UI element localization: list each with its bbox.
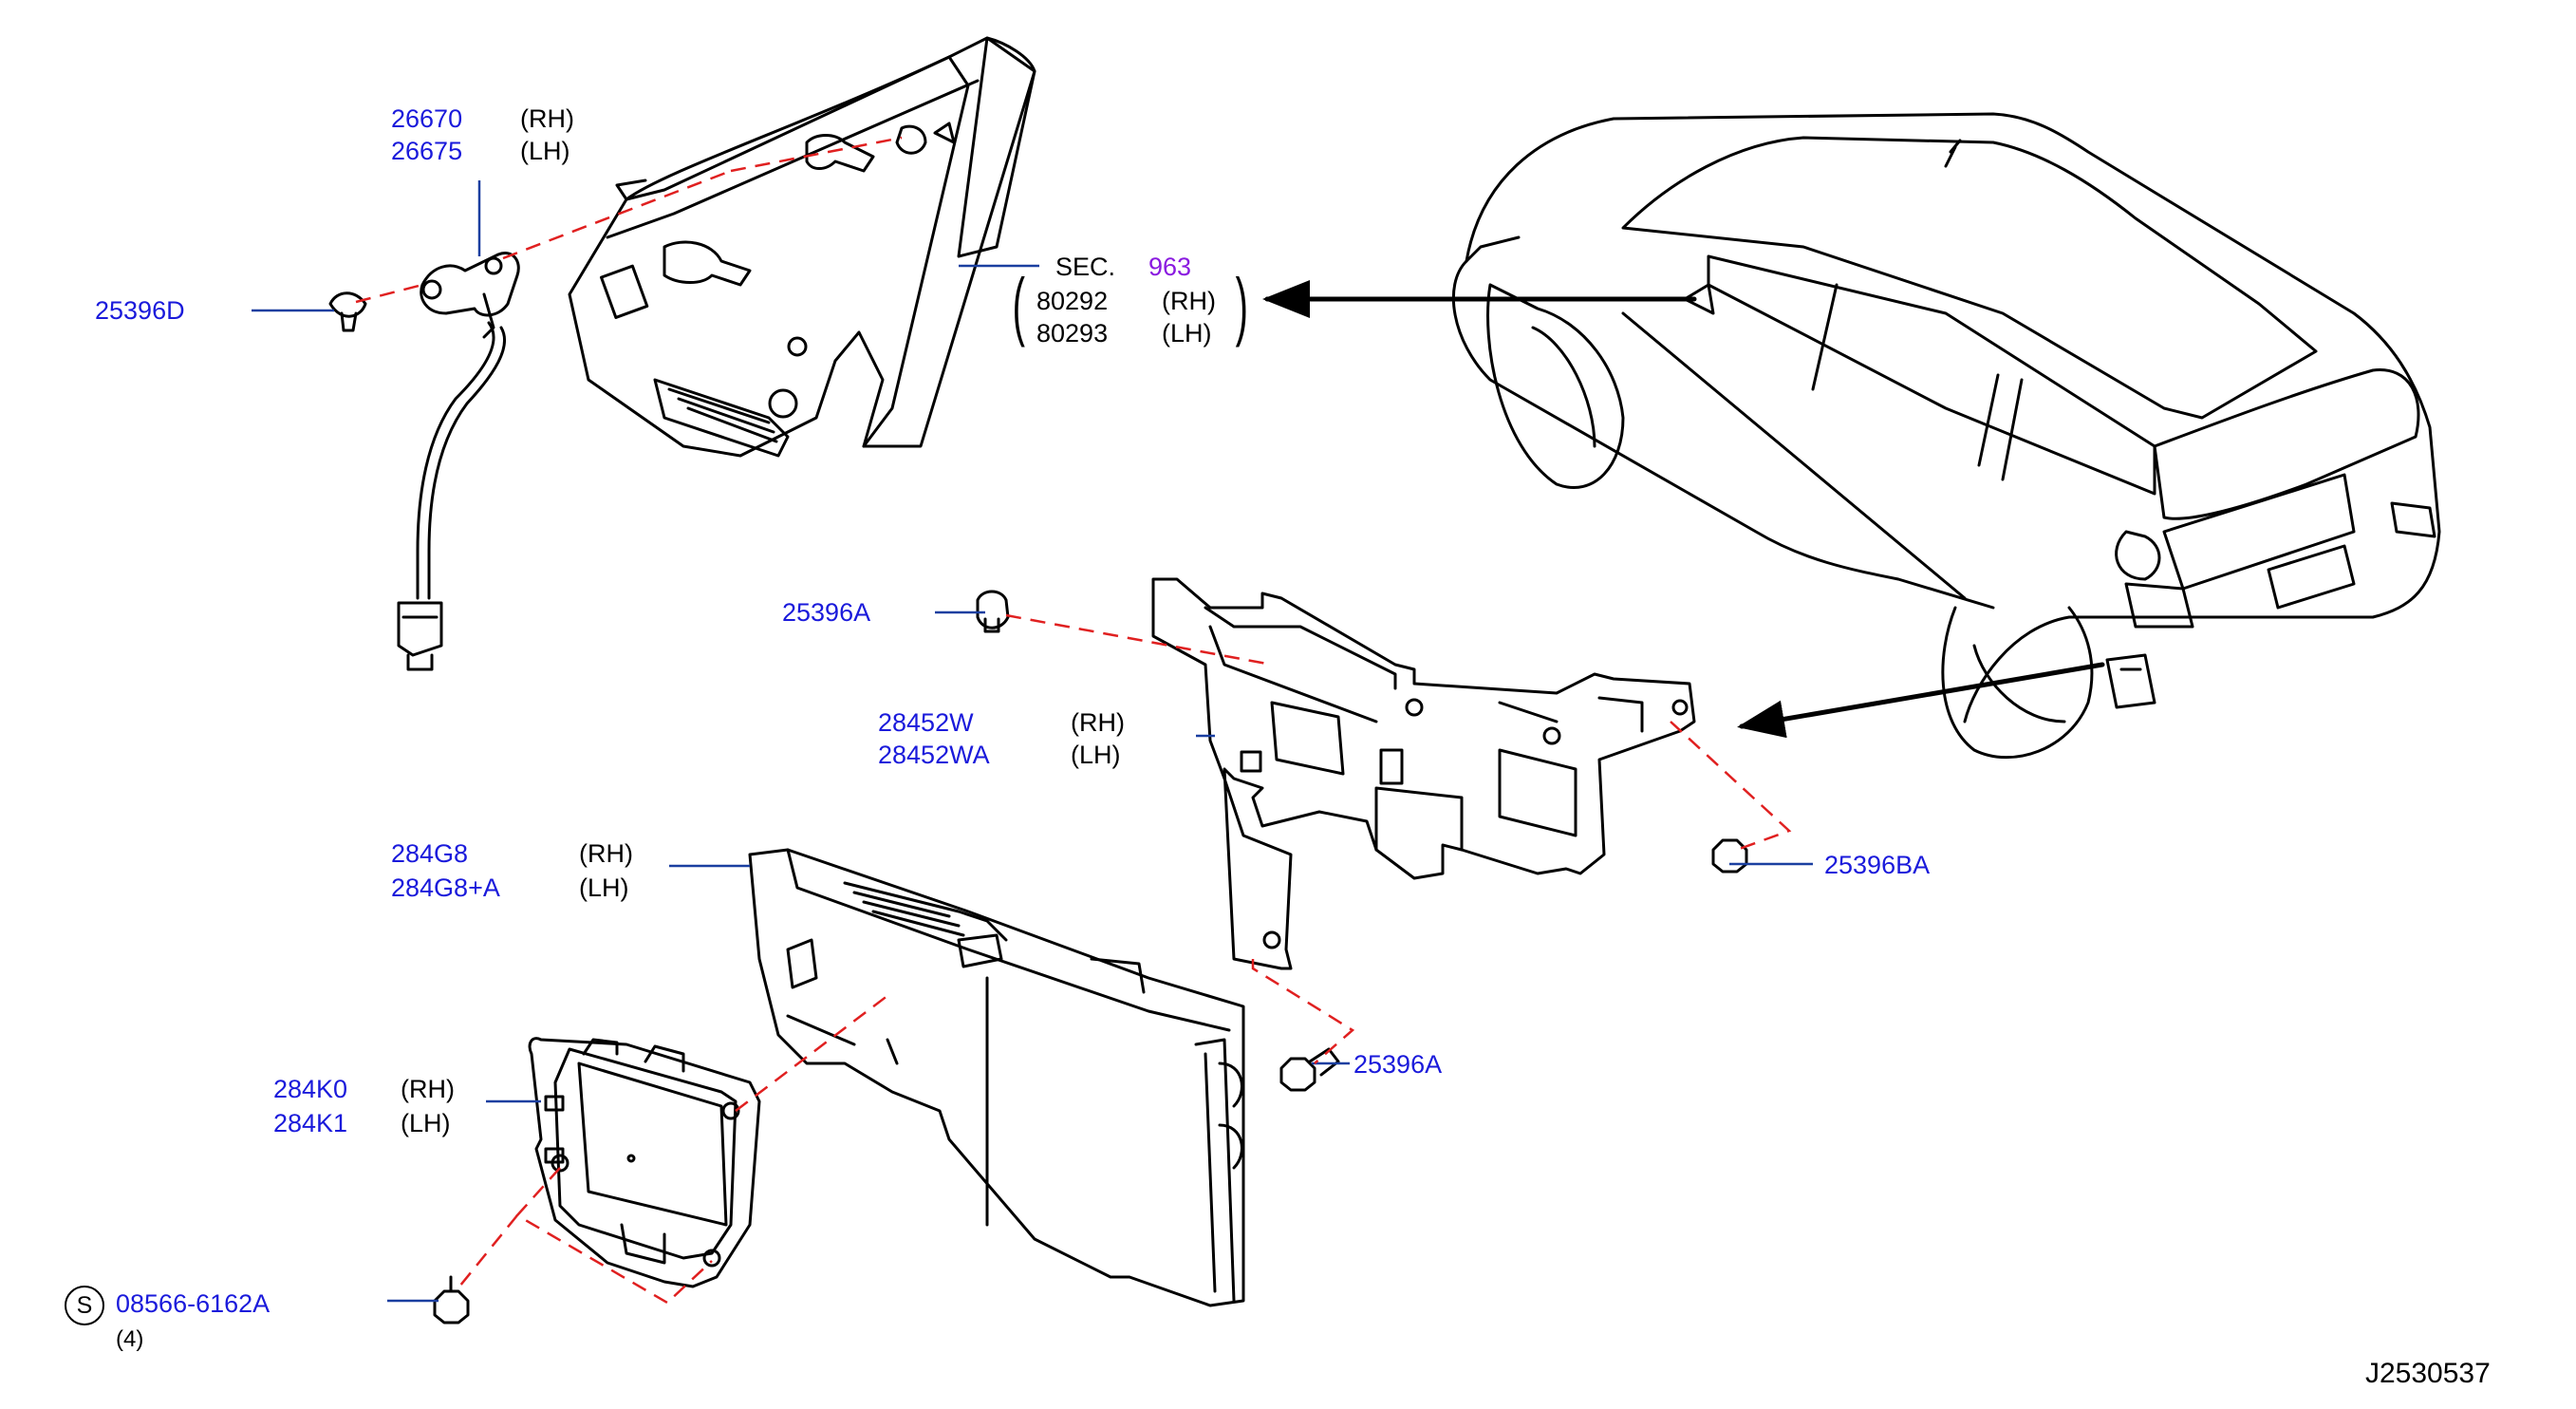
label-28452WA: 28452WA bbox=[878, 741, 990, 769]
label-08566-qty: (4) bbox=[116, 1326, 144, 1352]
bolt-25396A-top-shape bbox=[976, 590, 1010, 633]
label-sec-number: 963 bbox=[1148, 253, 1192, 281]
clip-25396D-shape bbox=[328, 291, 367, 332]
control-unit-284K0 bbox=[528, 1037, 761, 1288]
leader-lines bbox=[252, 180, 1813, 1303]
label-80292: 80292 bbox=[1036, 287, 1109, 315]
label-25396BA: 25396BA bbox=[1824, 851, 1931, 879]
dashed-connector-lines bbox=[355, 136, 1792, 1305]
panel-284G8 bbox=[748, 848, 1245, 1307]
bolt-25396A-mid-shape bbox=[1279, 1047, 1340, 1092]
label-80293-side: (LH) bbox=[1162, 319, 1212, 348]
nut-25396BA-shape bbox=[1711, 838, 1748, 874]
sensor-26670 bbox=[397, 252, 520, 671]
label-284K1: 284K1 bbox=[273, 1109, 348, 1137]
label-26670-side: (RH) bbox=[520, 104, 574, 133]
label-25396D: 25396D bbox=[95, 296, 185, 325]
label-284K0: 284K0 bbox=[273, 1075, 348, 1103]
label-284G8-side: (RH) bbox=[579, 839, 633, 868]
label-284K1-side: (LH) bbox=[401, 1109, 451, 1137]
bracket-28452W bbox=[1151, 577, 1696, 970]
s-symbol-circle: S bbox=[65, 1286, 104, 1325]
label-25396A-top: 25396A bbox=[782, 598, 871, 627]
label-sec-prefix: SEC. bbox=[1055, 253, 1116, 281]
label-28452W: 28452W bbox=[878, 708, 974, 737]
label-08566-6162A: 08566-6162A bbox=[116, 1289, 271, 1318]
bracket-open: ( bbox=[1012, 263, 1025, 348]
label-26675-side: (LH) bbox=[520, 137, 570, 165]
label-284G8: 284G8 bbox=[391, 839, 469, 868]
label-28452WA-side: (LH) bbox=[1071, 741, 1121, 769]
label-80292-side: (RH) bbox=[1162, 287, 1216, 315]
bracket-close: ) bbox=[1235, 263, 1248, 348]
label-26670: 26670 bbox=[391, 104, 463, 133]
label-284G8A-side: (LH) bbox=[579, 874, 629, 902]
label-26675: 26675 bbox=[391, 137, 463, 165]
quarter-window-assembly bbox=[568, 36, 1036, 458]
vehicle-illustration bbox=[1451, 112, 2441, 760]
label-284K0-side: (RH) bbox=[401, 1075, 455, 1103]
arrow-lower bbox=[1737, 662, 2105, 739]
screw-08566-shape bbox=[433, 1275, 470, 1324]
label-28452W-side: (RH) bbox=[1071, 708, 1125, 737]
label-25396A-mid: 25396A bbox=[1353, 1050, 1443, 1079]
label-284G8A: 284G8+A bbox=[391, 874, 500, 902]
drawing-reference: J2530537 bbox=[2365, 1358, 2491, 1389]
label-80293: 80293 bbox=[1036, 319, 1109, 348]
